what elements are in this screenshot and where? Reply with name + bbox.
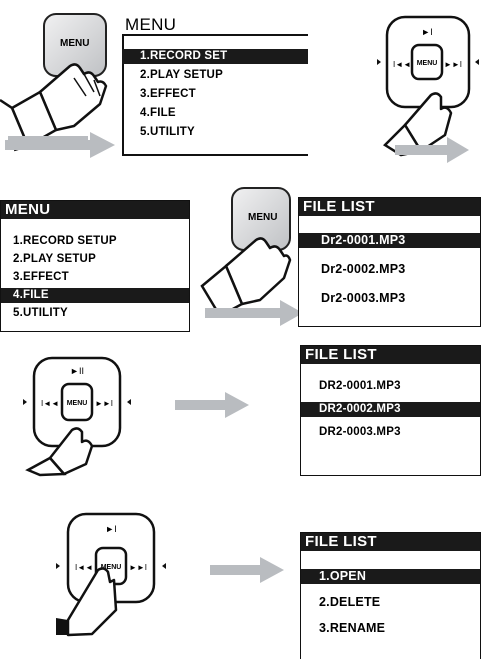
lcd-list-item: 2.PLAY SETUP (13, 253, 96, 265)
lcd-list-item: 1.RECORD SET (122, 49, 308, 64)
lcd-list-item: 3.EFFECT (13, 271, 69, 283)
nav-pad-icon: MENU ►II I◄◄ ►►I (23, 356, 131, 477)
svg-text:►►I: ►►I (129, 563, 147, 572)
lcd-list-item: 1.RECORD SETUP (13, 235, 117, 247)
lcd-list-item: DR2-0001.MP3 (319, 380, 401, 392)
svg-text:I◄◄: I◄◄ (75, 563, 93, 572)
arrow-right-icon (210, 557, 284, 583)
nav-pad-illustration-2: MENU ►II I◄◄ ►►I (20, 350, 140, 477)
svg-text:MENU: MENU (67, 400, 88, 407)
nav-pad-icon: MENU ►I I◄◄ ►►I (56, 512, 166, 637)
lcd-title: MENU (125, 16, 177, 34)
menu-button-label: MENU (60, 38, 90, 49)
arrow-right-icon (175, 392, 249, 418)
lcd-list-item: 2.PLAY SETUP (140, 69, 223, 81)
menu-button-illustration-1: MENU (0, 0, 120, 152)
svg-text:I◄◄: I◄◄ (393, 60, 411, 69)
menu-button-illustration-2: MENU (198, 182, 298, 332)
svg-text:►I: ►I (105, 524, 116, 534)
nav-pad-illustration-3: MENU ►I I◄◄ ►►I (56, 510, 178, 637)
arrow-right-icon (395, 137, 469, 163)
lcd-title: FILE LIST (299, 198, 480, 216)
svg-text:MENU: MENU (417, 60, 438, 67)
svg-text:MENU: MENU (101, 564, 122, 571)
lcd-title: FILE LIST (301, 346, 480, 364)
nav-pad-illustration-1: MENU ►I I◄◄ ►►I (375, 5, 481, 157)
lcd-list-item: DR2-0002.MP3 (301, 402, 480, 417)
svg-text:►►I: ►►I (444, 60, 462, 69)
lcd-list-item: 5.UTILITY (140, 126, 195, 138)
lcd-list-item: 1.OPEN (301, 569, 480, 584)
menu-button-label: MENU (248, 212, 278, 223)
svg-text:►II: ►II (70, 366, 84, 376)
lcd-menu-screen-1: MENU 1.RECORD SET 2.PLAY SETUP 3.EFFECT 4.F… (122, 16, 308, 156)
arrow-right-icon (205, 300, 303, 326)
nav-pad-icon: MENU ►I I◄◄ ►►I (377, 15, 479, 157)
lcd-list-item: 4.FILE (1, 288, 189, 303)
hand-press-icon (0, 13, 108, 152)
lcd-file-list-screen-4: FILE LIST 1.OPEN 2.DELETE 3.RENAME (300, 532, 481, 659)
lcd-title: MENU (1, 201, 189, 219)
lcd-list-item: 4.FILE (140, 107, 176, 119)
lcd-list-item: 3.RENAME (319, 621, 386, 635)
lcd-list-item: 5.UTILITY (13, 307, 68, 319)
lcd-list-item: Dr2-0001.MP3 (299, 233, 480, 248)
lcd-list-item: 2.DELETE (319, 595, 381, 609)
svg-text:I◄◄: I◄◄ (41, 399, 59, 408)
lcd-list-item: Dr2-0002.MP3 (321, 262, 406, 276)
hand-press-icon (200, 187, 292, 318)
svg-text:►►I: ►►I (95, 399, 113, 408)
arrow-right-icon (5, 132, 115, 158)
lcd-list-item: 3.EFFECT (140, 88, 196, 100)
svg-text:►I: ►I (421, 27, 432, 37)
lcd-list-item: DR2-0003.MP3 (319, 426, 401, 438)
lcd-title: FILE LIST (301, 533, 480, 551)
lcd-menu-screen-2: MENU 1.RECORD SETUP 2.PLAY SETUP 3.EFFECT 4… (0, 200, 190, 332)
lcd-list-item: Dr2-0003.MP3 (321, 291, 406, 305)
